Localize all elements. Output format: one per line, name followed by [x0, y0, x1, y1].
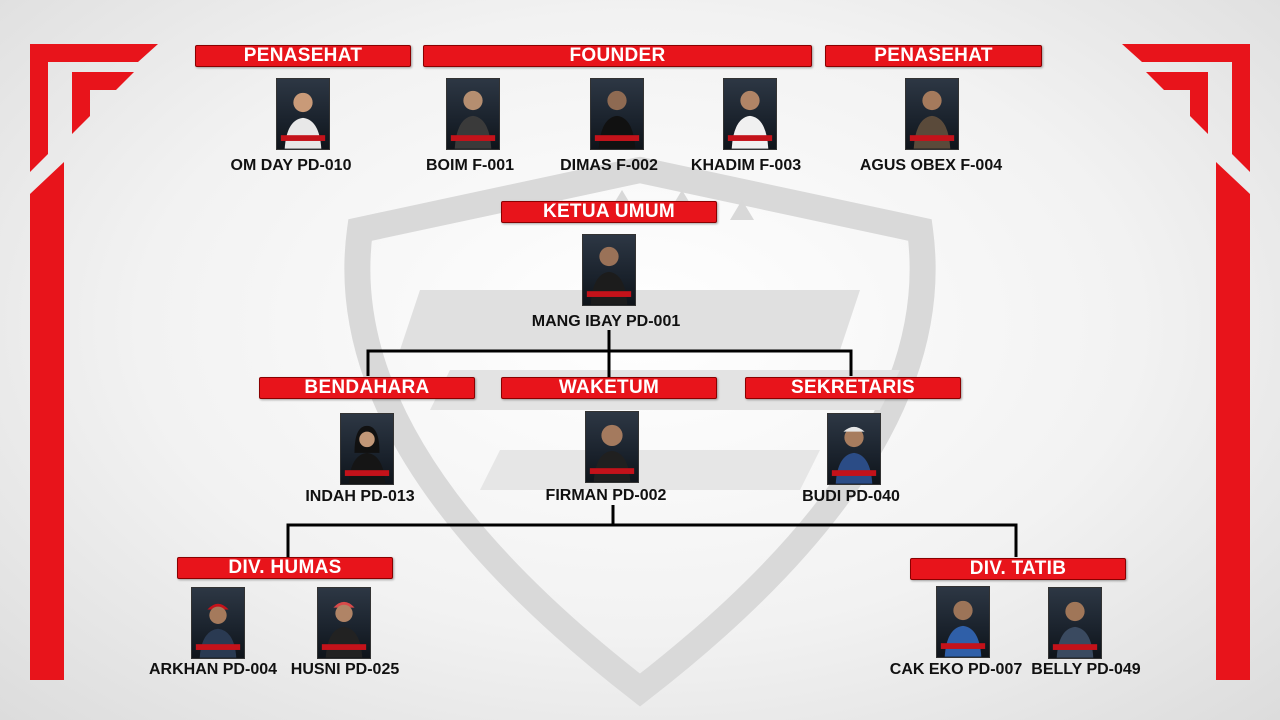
- role-penasehat-right: PENASEHAT: [825, 45, 1042, 67]
- role-ketua-umum: KETUA UMUM: [501, 201, 717, 223]
- member-name-firman: FIRMAN PD-002: [545, 487, 667, 504]
- photo-agus-obex: [905, 78, 959, 150]
- photo-mang-ibay: [582, 234, 636, 306]
- member-photo-icon: [727, 90, 773, 149]
- photo-dimas: [590, 78, 644, 150]
- role-waketum: WAKETUM: [501, 377, 717, 399]
- member-name-budi: BUDI PD-040: [802, 488, 900, 505]
- member-name-indah: INDAH PD-013: [305, 488, 415, 505]
- member-name-agus-obex: AGUS OBEX F-004: [859, 157, 1003, 174]
- photo-belly: [1048, 587, 1102, 659]
- role-bendahara: BENDAHARA: [259, 377, 475, 399]
- role-sekretaris: SEKRETARIS: [745, 377, 961, 399]
- photo-indah: [340, 413, 394, 485]
- photo-arkhan: [191, 587, 245, 659]
- member-name-belly: BELLY PD-049: [1031, 661, 1141, 678]
- role-founder: FOUNDER: [423, 45, 812, 67]
- photo-om-day: [276, 78, 330, 150]
- member-name-husni: HUSNI PD-025: [290, 661, 400, 678]
- photo-firman: [585, 411, 639, 483]
- member-photo-icon: [344, 425, 390, 484]
- photo-khadim: [723, 78, 777, 150]
- member-photo-icon: [909, 90, 955, 149]
- member-photo-icon: [594, 90, 640, 149]
- frame-left-icon: [30, 44, 158, 680]
- role-penasehat-left: PENASEHAT: [195, 45, 411, 67]
- member-photo-icon: [450, 90, 496, 149]
- member-photo-icon: [586, 246, 632, 305]
- member-name-cak-eko: CAK EKO PD-007: [889, 661, 1023, 678]
- photo-budi: [827, 413, 881, 485]
- role-div-tatib: DIV. TATIB: [910, 558, 1126, 580]
- member-name-arkhan: ARKHAN PD-004: [148, 661, 278, 678]
- member-photo-icon: [280, 92, 326, 149]
- member-photo-icon: [195, 603, 241, 658]
- member-name-om-day: OM DAY PD-010: [230, 157, 352, 174]
- frame-right-icon: [1122, 44, 1250, 680]
- member-photo-icon: [321, 601, 367, 658]
- member-photo-icon: [831, 426, 877, 484]
- member-name-mang-ibay: MANG IBAY PD-001: [531, 313, 681, 330]
- role-div-humas: DIV. HUMAS: [177, 557, 393, 579]
- photo-cak-eko: [936, 586, 990, 658]
- member-photo-icon: [589, 424, 635, 482]
- member-photo-icon: [1052, 601, 1098, 658]
- member-name-boim: BOIM F-001: [425, 157, 515, 174]
- photo-husni: [317, 587, 371, 659]
- member-name-dimas: DIMAS F-002: [560, 157, 658, 174]
- member-name-khadim: KHADIM F-003: [690, 157, 802, 174]
- photo-boim: [446, 78, 500, 150]
- member-photo-icon: [940, 600, 986, 657]
